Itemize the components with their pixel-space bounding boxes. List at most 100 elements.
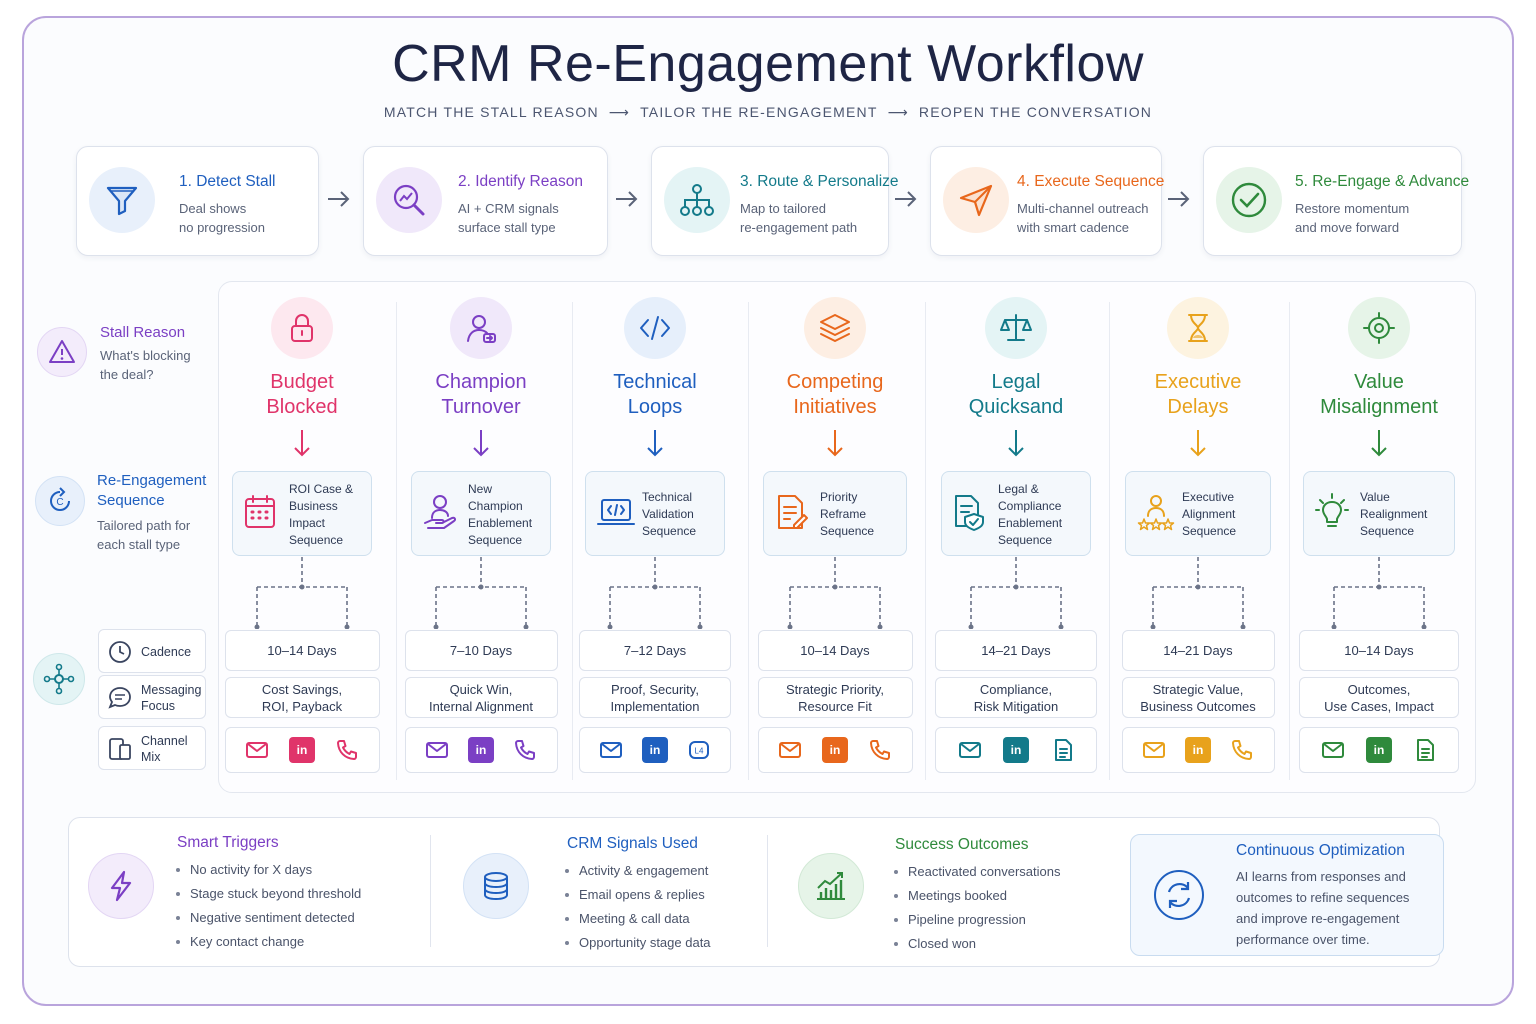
step-title: 1. Detect Stall (179, 173, 276, 190)
column-divider (396, 302, 397, 780)
warning-icon (37, 327, 87, 377)
success-outcomes-title: Success Outcomes (895, 836, 1029, 853)
phone-icon (867, 737, 893, 763)
continuous-optimization-card: Continuous Optimization AI learns from r… (1130, 834, 1444, 956)
branch-connector (607, 557, 703, 629)
messaging-focus-cell: Outcomes,Use Cases, Impact (1299, 677, 1459, 718)
funnel-icon (89, 167, 155, 233)
svg-text:L4: L4 (695, 747, 704, 756)
arrow-right-icon (1168, 191, 1190, 207)
linkedin-icon: in (1366, 737, 1392, 763)
email-icon (777, 737, 803, 763)
svg-text:C: C (56, 497, 63, 508)
messaging-focus-cell: Quick Win,Internal Alignment (404, 677, 558, 718)
divider (430, 835, 431, 947)
magnify-chart-icon (376, 167, 442, 233)
smart-triggers-title: Smart Triggers (177, 834, 279, 851)
smart-triggers-list: No activity for X days Stage stuck beyon… (174, 858, 361, 954)
arrow-down-icon (473, 430, 489, 457)
messaging-focus-cell: Strategic Value,Business Outcomes (1121, 677, 1275, 718)
cycle-icon: C (35, 476, 85, 526)
list-item: Reactivated conversations (892, 860, 1060, 884)
phone-icon (512, 737, 538, 763)
document-shield-icon (952, 492, 988, 534)
person-hand-icon (422, 492, 458, 534)
subtitle-part-3: REOPEN THE CONVERSATION (918, 104, 1153, 120)
cadence-cell: 14–21 Days (1121, 630, 1275, 671)
branch-connector (1150, 557, 1246, 629)
messaging-focus-cell: Compliance,Risk Mitigation (935, 677, 1097, 718)
check-circle-icon (1216, 167, 1282, 233)
subtitle-part-2: TAILOR THE RE-ENGAGEMENT (640, 104, 878, 120)
arrow-down-icon (647, 430, 663, 457)
column-divider (572, 302, 573, 780)
channel-mix-cell: in (757, 727, 913, 773)
arrow-down-icon (1371, 430, 1387, 457)
clock-icon (109, 641, 131, 663)
legend-stall-title: Stall Reason (100, 324, 186, 341)
document-edit-icon (774, 492, 810, 534)
list-item: Pipeline progression (892, 908, 1060, 932)
success-outcomes-list: Reactivated conversations Meetings booke… (892, 860, 1060, 956)
email-icon (1141, 737, 1167, 763)
lightning-icon (88, 853, 154, 919)
branch-connector (1331, 557, 1427, 629)
channel-mix-cell: in (224, 727, 380, 773)
linkedin-icon: in (1003, 737, 1029, 763)
chat-bubble-icon (108, 687, 131, 709)
linkedin-icon: in (289, 737, 315, 763)
lock-icon (271, 297, 333, 359)
page-subtitle: MATCH THE STALL REASON⟶TAILOR THE RE-ENG… (0, 104, 1536, 121)
cadence-cell: 14–21 Days (935, 630, 1097, 671)
document-icon (1412, 737, 1438, 763)
email-icon (1320, 737, 1346, 763)
linkedin-icon: in (822, 737, 848, 763)
column-divider (1289, 302, 1290, 780)
list-item: Opportunity stage data (563, 931, 711, 955)
step-title: 4. Execute Sequence (1017, 173, 1165, 190)
continuous-optimization-desc: AI learns from responses and outcomes to… (1236, 869, 1410, 947)
network-icon (33, 653, 85, 705)
email-icon (424, 737, 450, 763)
page-title: CRM Re-Engagement Workflow (392, 35, 1144, 93)
list-item: Meeting & call data (563, 907, 711, 931)
crm-signals-list: Activity & engagement Email opens & repl… (563, 859, 711, 955)
column-divider (748, 302, 749, 780)
messaging-focus-cell: Strategic Priority,Resource Fit (757, 677, 913, 718)
video-icon: L4 (686, 737, 712, 763)
branch-connector (787, 557, 883, 629)
column-divider (925, 302, 926, 780)
divider (767, 835, 768, 947)
messaging-focus-cell: Cost Savings,ROI, Payback (224, 677, 380, 718)
list-item: Key contact change (174, 930, 361, 954)
channel-mix-cell: in (935, 727, 1097, 773)
document-icon (1050, 737, 1076, 763)
branch-connector (968, 557, 1064, 629)
cadence-cell: 10–14 Days (757, 630, 913, 671)
email-icon (244, 737, 270, 763)
branch-connector (433, 557, 529, 629)
channel-mix-cell: in (404, 727, 558, 773)
list-item: Closed won (892, 932, 1060, 956)
cadence-cell: 10–14 Days (224, 630, 380, 671)
linkedin-icon: in (1185, 737, 1211, 763)
paper-plane-icon (943, 167, 1009, 233)
